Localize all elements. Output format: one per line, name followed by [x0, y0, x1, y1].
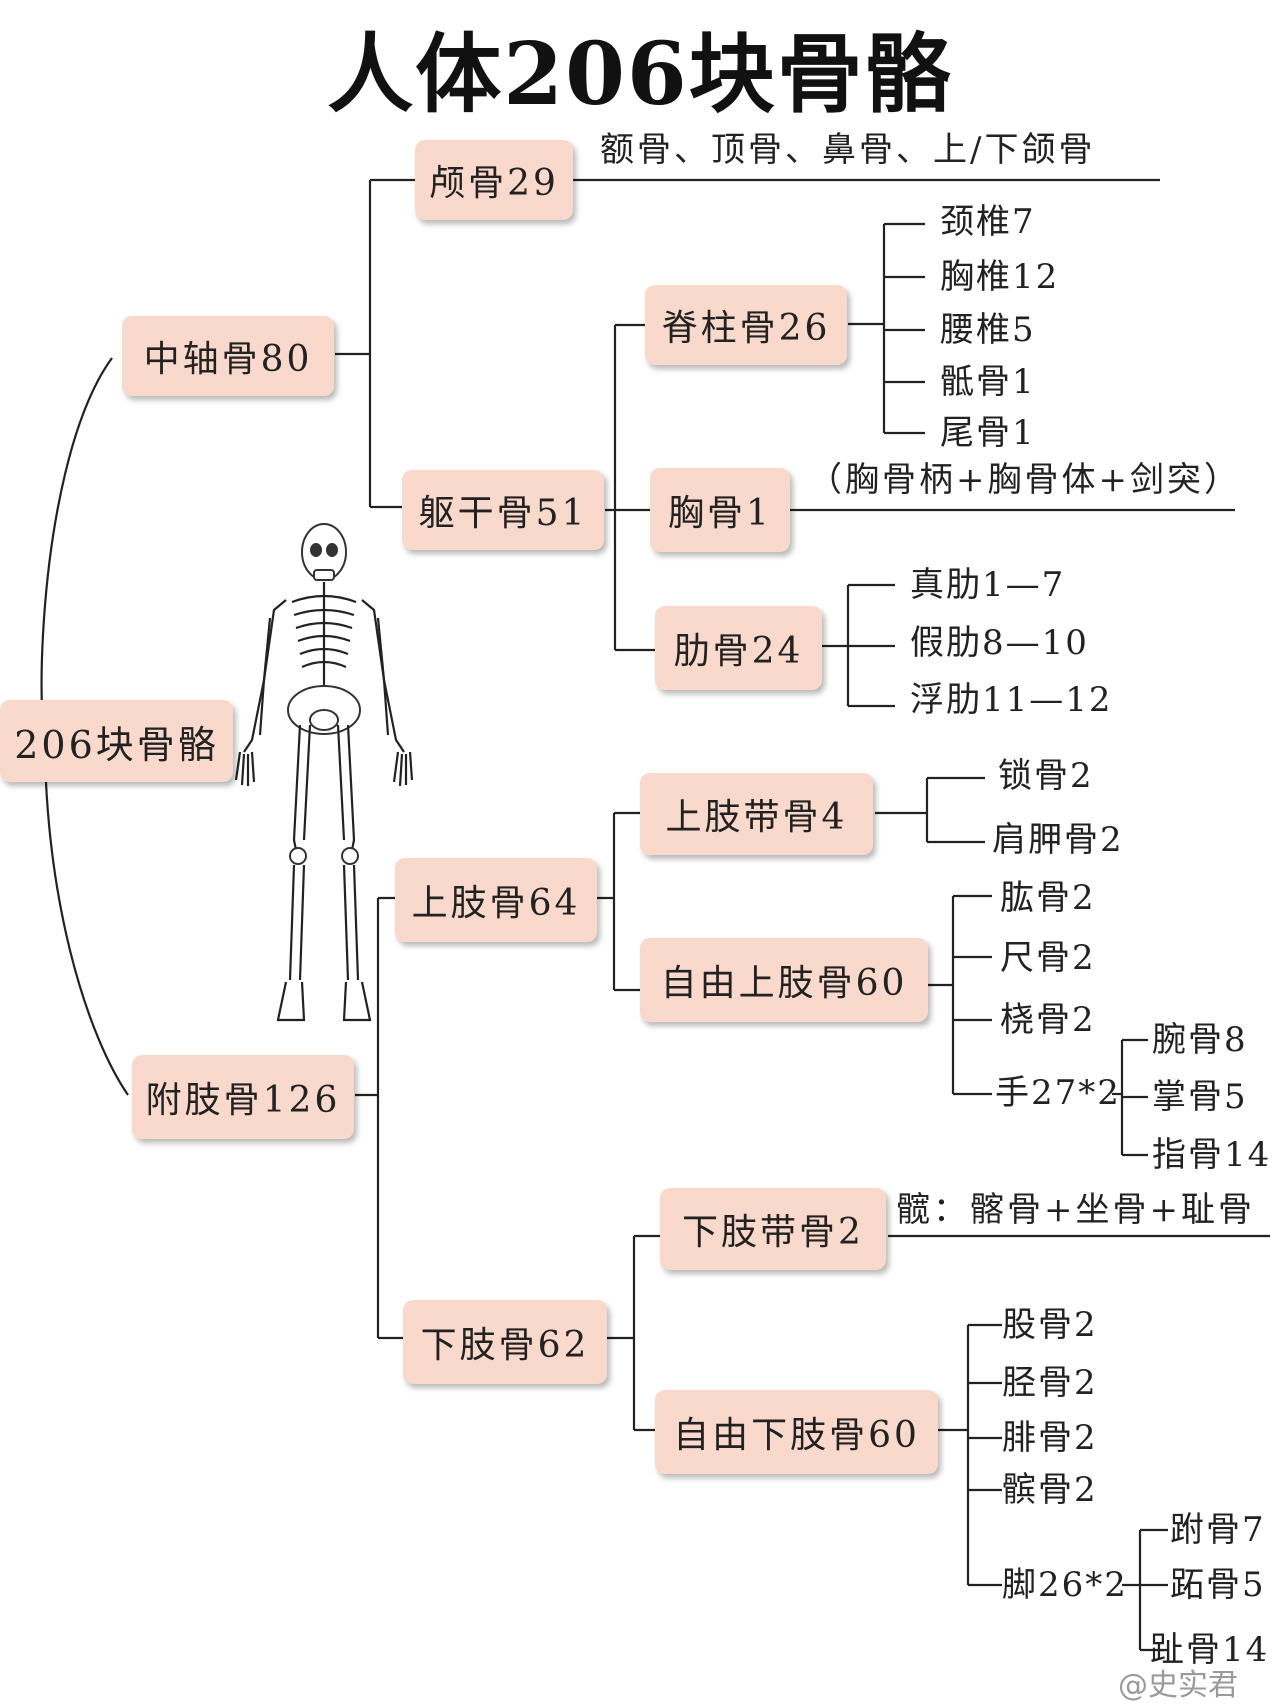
node-spine: 脊柱骨26: [645, 285, 847, 365]
pelvic-note: 髋：髂骨+坐骨+耻骨: [896, 1190, 1255, 1230]
page-title: 人体206块骨骼: [327, 24, 953, 125]
leaf-tarsals: 跗骨7: [1170, 1510, 1266, 1550]
node-pelvic-girdle: 下肢带骨2: [660, 1188, 886, 1270]
leaf-spine-coccyx: 尾骨1: [940, 413, 1036, 453]
leaf-phalanges-hand: 指骨14: [1152, 1135, 1272, 1175]
leaf-femur: 股骨2: [1002, 1305, 1098, 1345]
node-free-lower: 自由下肢骨60: [655, 1390, 938, 1474]
skull-note: 额骨、顶骨、鼻骨、上/下颌骨: [600, 130, 1096, 170]
node-skull: 颅骨29: [415, 140, 573, 220]
node-shoulder-girdle: 上肢带骨4: [640, 773, 873, 855]
leaf-radius: 桡骨2: [1000, 1000, 1096, 1040]
node-appendicular: 附肢骨126: [132, 1055, 354, 1139]
leaf-phalanges-foot: 趾骨14: [1150, 1630, 1270, 1670]
leaf-rib-true: 真肋1—7: [910, 565, 1066, 605]
leaf-patella: 髌骨2: [1002, 1470, 1098, 1510]
leaf-metacarpals: 掌骨5: [1152, 1077, 1248, 1117]
skeleton-figure: [234, 523, 414, 1022]
leaf-tibia: 胫骨2: [1002, 1363, 1098, 1403]
node-lower-limb: 下肢骨62: [403, 1300, 607, 1384]
leaf-carpals: 腕骨8: [1152, 1020, 1248, 1060]
node-ribs: 肋骨24: [655, 606, 822, 690]
leaf-fibula: 腓骨2: [1002, 1418, 1098, 1458]
node-sternum: 胸骨1: [650, 468, 790, 552]
leaf-scapula: 肩胛骨2: [992, 820, 1124, 860]
leaf-clavicle: 锁骨2: [998, 756, 1094, 796]
leaf-spine-thoracic: 胸椎12: [940, 257, 1060, 297]
leaf-rib-floating: 浮肋11—12: [910, 680, 1113, 720]
leaf-foot: 脚26*2: [1002, 1565, 1128, 1605]
leaf-rib-false: 假肋8—10: [910, 623, 1089, 663]
watermark: @史实君: [1118, 1668, 1238, 1703]
leaf-spine-lumbar: 腰椎5: [940, 310, 1036, 350]
leaf-spine-sacrum: 骶骨1: [940, 362, 1036, 402]
node-axial: 中轴骨80: [122, 316, 334, 396]
sternum-note: （胸骨柄+胸骨体+剑突）: [808, 460, 1241, 500]
root-node: 206块骨骼: [0, 700, 233, 782]
node-free-upper: 自由上肢骨60: [640, 938, 928, 1022]
leaf-hand: 手27*2: [995, 1073, 1121, 1113]
leaf-humerus: 肱骨2: [1000, 878, 1096, 918]
leaf-ulna: 尺骨2: [1000, 938, 1096, 978]
leaf-metatarsals: 跖骨5: [1170, 1565, 1266, 1605]
leaf-spine-cervical: 颈椎7: [940, 202, 1036, 242]
node-upper-limb: 上肢骨64: [395, 858, 597, 942]
node-trunk: 躯干骨51: [402, 470, 604, 550]
